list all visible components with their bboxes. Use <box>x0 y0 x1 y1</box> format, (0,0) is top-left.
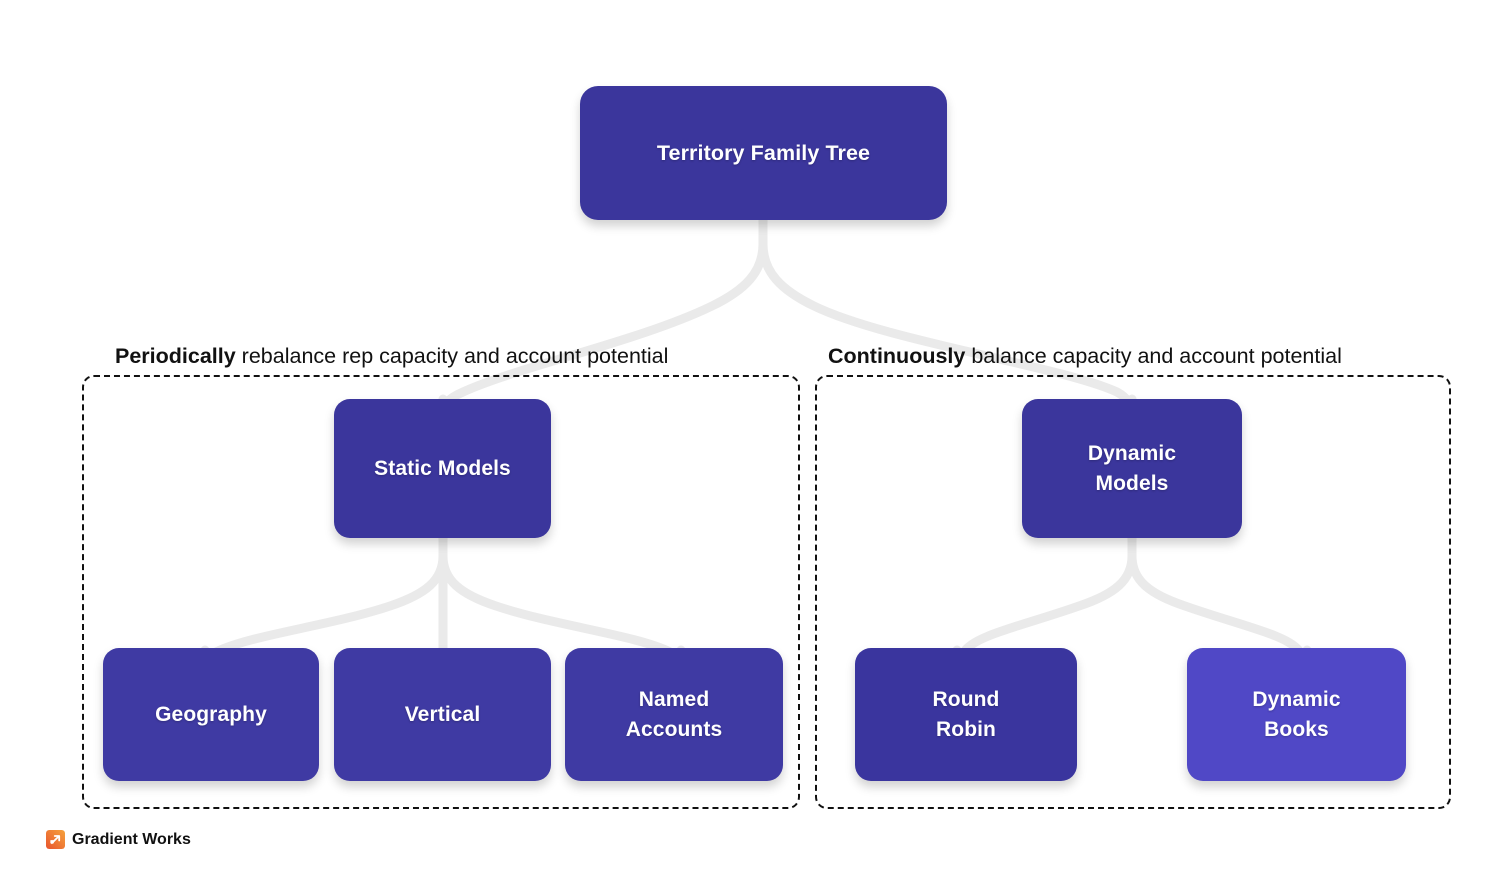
node-dynamic-books[interactable]: Dynamic Books <box>1187 648 1406 781</box>
footer-brand[interactable]: Gradient Works <box>46 830 191 849</box>
node-territory-family-tree[interactable]: Territory Family Tree <box>580 86 947 220</box>
group-caption-dynamic-bold: Continuously <box>828 344 966 368</box>
node-label: Dynamic Models <box>1087 441 1177 495</box>
node-geography[interactable]: Geography <box>103 648 319 781</box>
brand-name: Gradient Works <box>72 831 191 848</box>
node-static-models[interactable]: Static Models <box>334 399 551 538</box>
node-label: Geography <box>155 702 267 726</box>
group-caption-dynamic-rest: balance capacity and account potential <box>965 344 1342 368</box>
node-vertical[interactable]: Vertical <box>334 648 551 781</box>
node-round-robin[interactable]: Round Robin <box>855 648 1077 781</box>
node-named-accounts[interactable]: Named Accounts <box>565 648 783 781</box>
group-caption-static: Periodically rebalance rep capacity and … <box>115 343 668 369</box>
group-caption-dynamic: Continuously balance capacity and accoun… <box>828 343 1342 369</box>
node-label: Territory Family Tree <box>656 141 871 165</box>
node-label: Round Robin <box>932 687 1000 741</box>
group-caption-static-rest: rebalance rep capacity and account poten… <box>235 344 669 368</box>
node-label: Static Models <box>374 456 511 480</box>
gradient-works-logo-icon <box>46 830 65 849</box>
node-label: Dynamic Books <box>1252 687 1341 741</box>
node-dynamic-models[interactable]: Dynamic Models <box>1022 399 1242 538</box>
node-label: Named Accounts <box>625 687 723 741</box>
group-caption-static-bold: Periodically <box>115 344 236 368</box>
node-label: Vertical <box>404 702 481 726</box>
